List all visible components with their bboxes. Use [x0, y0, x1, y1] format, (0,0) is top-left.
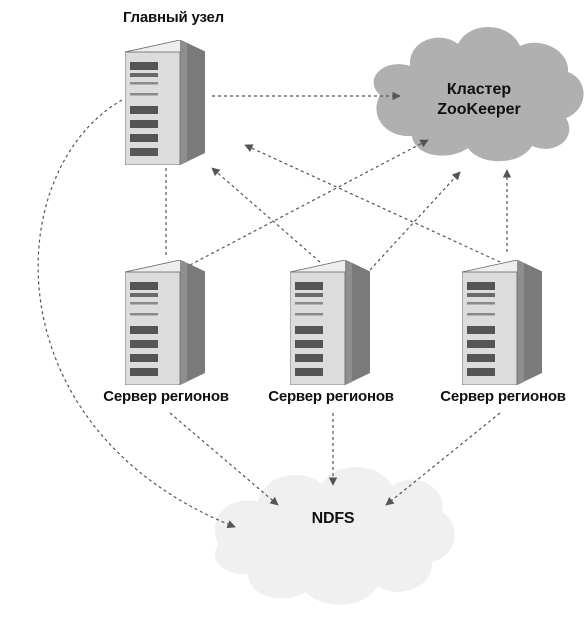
region-server-label: Сервер регионов [103, 388, 229, 405]
zookeeper-label: Кластер ZooKeeper [437, 80, 521, 120]
zookeeper-cloud [373, 26, 584, 162]
region-server-label: Сервер регионов [268, 388, 394, 405]
region-server-icon [290, 260, 370, 385]
ndfs-cloud [214, 466, 455, 605]
region-server-label: Сервер регионов [440, 388, 566, 405]
zookeeper-label-line2: ZooKeeper [437, 101, 521, 118]
master-server-icon [125, 40, 205, 165]
region-server-icon [125, 260, 205, 385]
ndfs-label: NDFS [311, 510, 355, 527]
zookeeper-label-line1: Кластер [446, 81, 512, 98]
region-server-icon [462, 260, 542, 385]
master-label: Главный узел [123, 9, 224, 26]
